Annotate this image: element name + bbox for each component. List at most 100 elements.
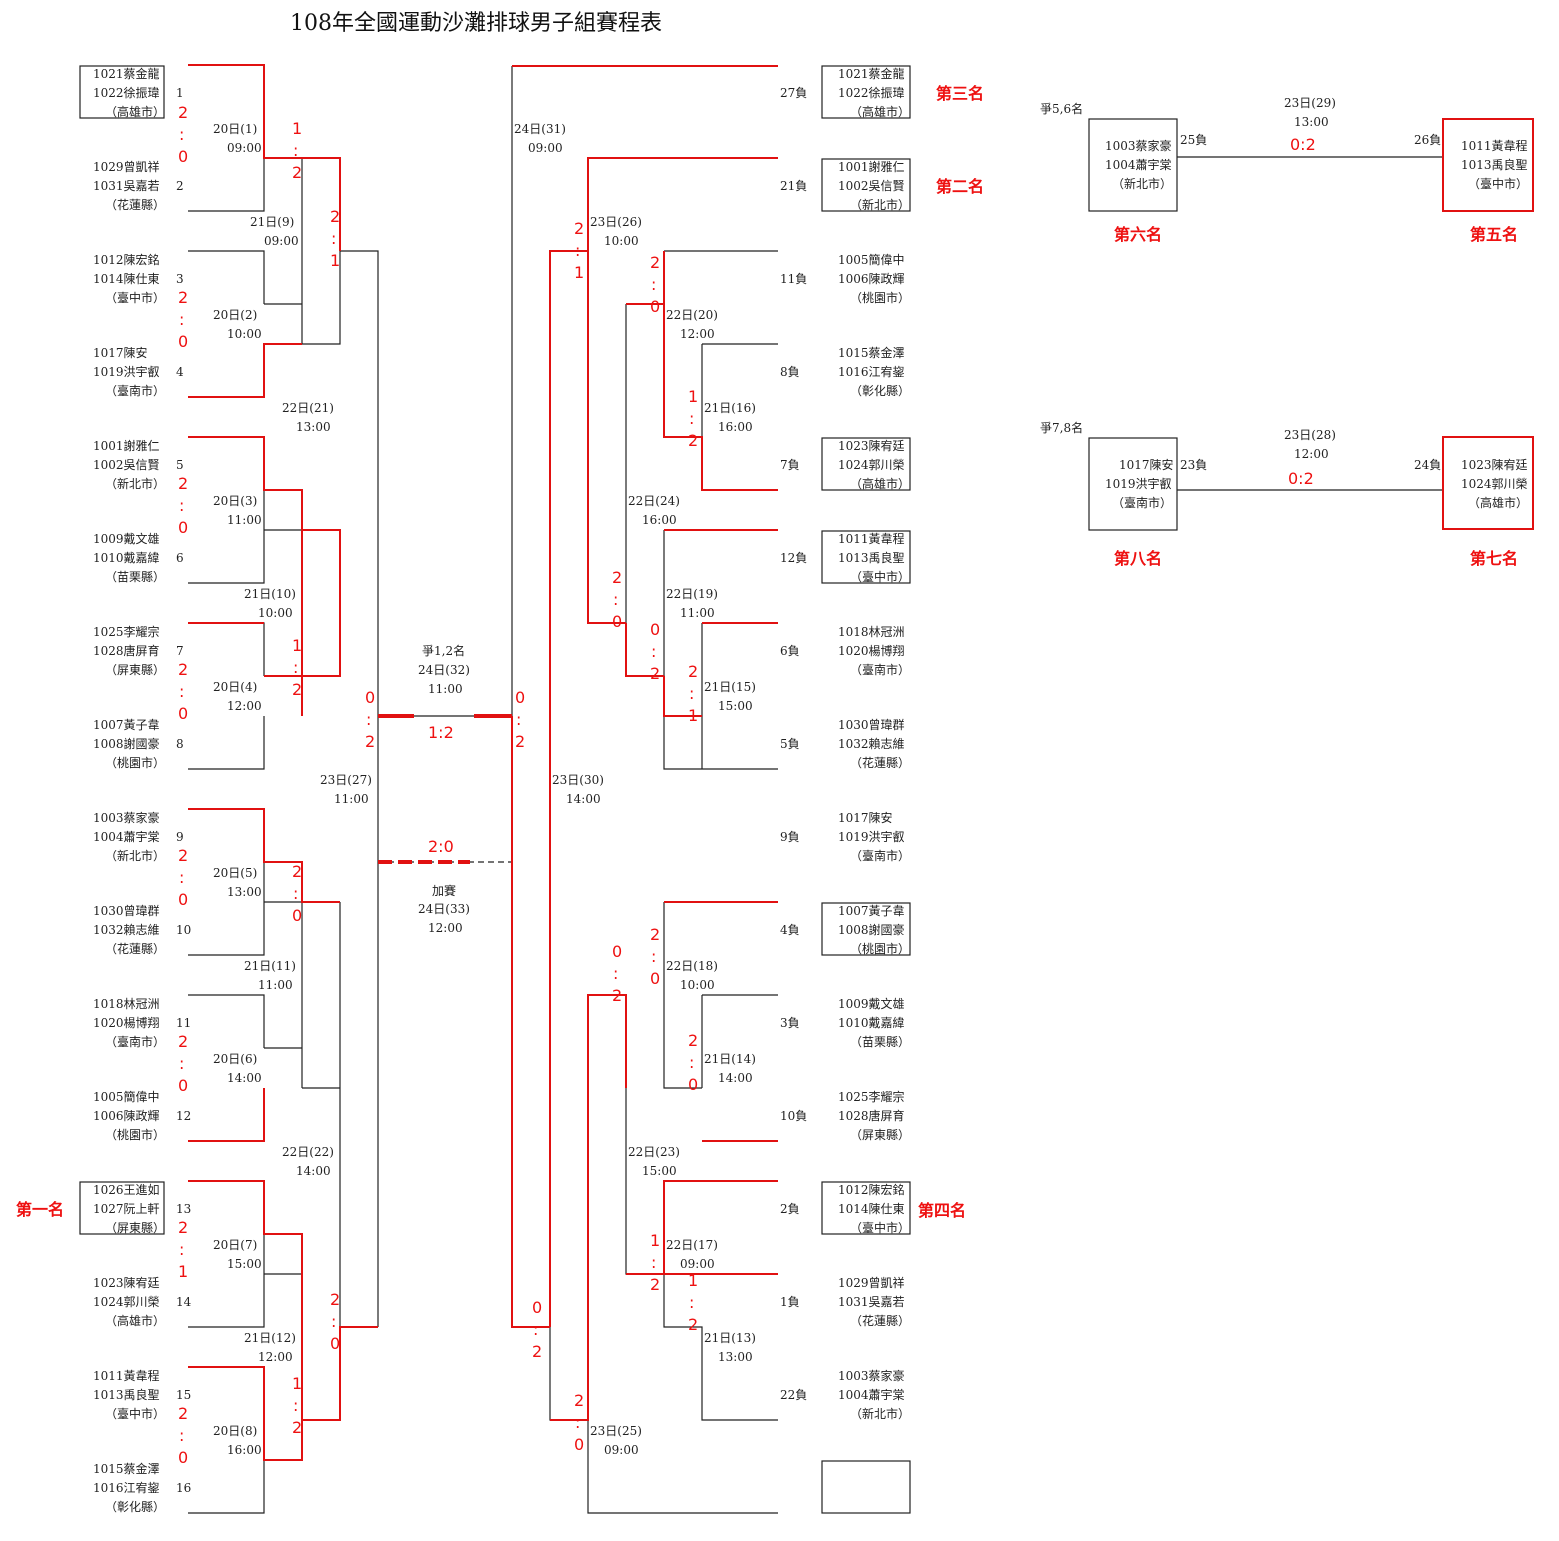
place56-time: 13:00 (1294, 115, 1329, 129)
score-value: 1 (292, 636, 302, 655)
score-colon: : (293, 884, 298, 903)
entry-city: （花蓮縣） (105, 197, 165, 212)
match-time: 10:00 (227, 327, 262, 341)
score-value: 2 (688, 1315, 698, 1334)
score-colon: : (651, 947, 656, 966)
right-player2: 1006陳政輝 (838, 272, 905, 286)
right-box-2 (821, 158, 911, 212)
match-time: 11:00 (334, 792, 369, 806)
score-value: 0 (650, 620, 660, 639)
match-label: 20日(3) (213, 494, 257, 508)
score-colon: : (689, 1293, 694, 1312)
entry-city: （高雄市） (105, 104, 165, 119)
left-bracket-lines (79, 65, 1443, 1514)
place78-left-loser: 23負 (1180, 458, 1207, 472)
score-value: 2 (178, 1032, 188, 1051)
match-label: 20日(8) (213, 1424, 257, 1438)
rank-3: 第三名 (936, 84, 984, 103)
match-time: 10:00 (604, 234, 639, 248)
score-value: 2 (292, 862, 302, 881)
score-colon: : (516, 710, 521, 729)
right-player2: 1020楊博翔 (838, 643, 905, 658)
score-value: 2 (612, 568, 622, 587)
match-time: 13:00 (296, 420, 331, 434)
place78-label: 爭7,8名 (1040, 420, 1083, 435)
score-value: 2 (650, 1275, 660, 1294)
right-player1: 1005簡偉中 (838, 252, 905, 267)
entry-seed: 14 (176, 1295, 192, 1309)
entry-player2: 1014陳仕東 (93, 272, 160, 286)
place56-left-loser: 25負 (1180, 133, 1207, 147)
score-value: 2 (178, 288, 188, 307)
entry-player2: 1031吳嘉若 (93, 179, 160, 193)
right-loser-ref: 8負 (780, 365, 800, 379)
score-colon: : (293, 1396, 298, 1415)
right-player2: 1024郭川榮 (838, 458, 905, 472)
match-label: 21日(16) (704, 401, 756, 415)
place78-left-city: （臺南市） (1112, 495, 1172, 510)
right-city: （新北市） (850, 197, 910, 212)
match-label: 24日(31) (514, 122, 566, 136)
match-label: 23日(25) (590, 1424, 642, 1438)
place56-score: 0:2 (1290, 135, 1316, 154)
score-colon: : (331, 1312, 336, 1331)
score-value: 1 (178, 1262, 188, 1281)
entry-player2: 1020楊博翔 (93, 1015, 160, 1030)
match-time: 14:00 (227, 1071, 262, 1085)
entry-city: （彰化縣） (105, 1499, 165, 1514)
entry-seed: 7 (176, 644, 184, 658)
page-title: 108年全國運動沙灘排球男子組賽程表 (290, 11, 662, 36)
entry-player2: 1027阮上軒 (93, 1202, 160, 1216)
right-city: （新北市） (850, 1406, 910, 1421)
entry-player1: 1030曾瑋群 (93, 903, 160, 918)
score-value: 2 (515, 732, 525, 751)
entry-player2: 1022徐振瑋 (93, 85, 160, 100)
score-value: 2 (292, 163, 302, 182)
entry-seed: 8 (176, 737, 184, 751)
entry-player1: 1001謝雅仁 (93, 438, 160, 453)
right-loser-ref: 12負 (780, 551, 807, 565)
score-labels: 2:01:22:02:12:01:22:02:02:02:02:12:02:01… (178, 103, 698, 1467)
right-city: （花蓮縣） (850, 1313, 910, 1328)
entry-city: （臺南市） (105, 383, 165, 398)
score-colon: : (651, 1253, 656, 1272)
entry-player1: 1009戴文雄 (93, 531, 160, 546)
score-colon: : (651, 642, 656, 661)
match-time: 11:00 (227, 513, 262, 527)
right-city: （臺南市） (850, 662, 910, 677)
entry-city: （桃園市） (105, 755, 165, 770)
rank-1: 第一名 (16, 1200, 64, 1219)
right-player2: 1022徐振瑋 (838, 85, 905, 100)
entry-player1: 1012陳宏銘 (93, 252, 160, 267)
score-value: 0 (515, 688, 525, 707)
place78-left-box (1088, 437, 1178, 531)
right-player2: 1008謝國豪 (838, 922, 905, 937)
match-label: 22日(19) (666, 587, 718, 601)
right-city: （花蓮縣） (850, 755, 910, 770)
match-time: 11:00 (680, 606, 715, 620)
score-colon: : (575, 241, 580, 260)
match-label: 20日(6) (213, 1052, 257, 1066)
score-colon: : (179, 1426, 184, 1445)
entry-city: （臺中市） (105, 290, 165, 305)
place56-match: 23日(29) (1284, 96, 1336, 110)
rank-5: 第五名 (1470, 225, 1518, 244)
match-label: 22日(21) (282, 401, 334, 415)
place78-right-p1: 1023陳宥廷 (1461, 457, 1528, 472)
entry-city: （苗栗縣） (105, 570, 165, 584)
score-colon: : (179, 310, 184, 329)
right-player1: 1012陳宏銘 (838, 1182, 905, 1197)
rank-6: 第六名 (1114, 225, 1162, 244)
entry-player1: 1017陳安 (93, 345, 148, 360)
score-colon: : (613, 590, 618, 609)
right-player1: 1030曾瑋群 (838, 717, 905, 732)
match-label: 22日(22) (282, 1145, 334, 1159)
match-label: 21日(10) (244, 587, 296, 601)
match-time: 16:00 (718, 420, 753, 434)
entry-city: （臺中市） (105, 1406, 165, 1421)
final-time: 11:00 (428, 682, 463, 696)
score-colon: : (179, 496, 184, 515)
entry-city: （新北市） (105, 476, 165, 491)
entry-player1: 1026王進如 (93, 1182, 160, 1197)
place78-left-p1: 1017陳安 (1119, 457, 1174, 472)
